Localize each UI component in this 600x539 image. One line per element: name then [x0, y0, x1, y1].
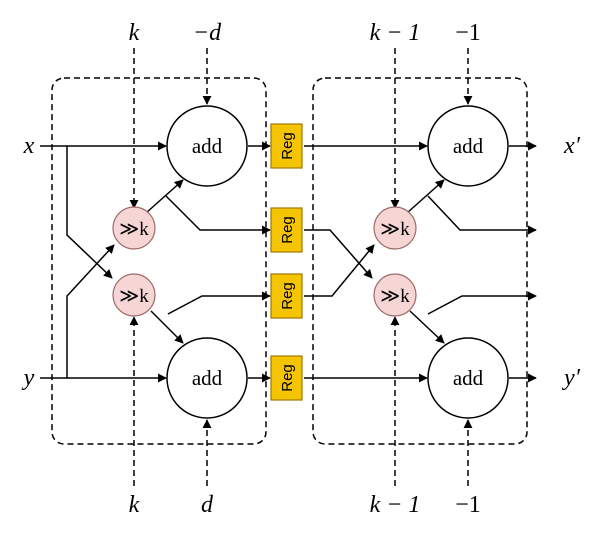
shifter-stage1-top: ≫k: [112, 206, 156, 250]
adder-stage1-top: add: [166, 105, 248, 187]
wire-shift2b-to-add4: [409, 310, 445, 344]
stage1-top-shift-label: k: [129, 20, 140, 46]
wire-shift2a-out: [427, 195, 537, 235]
stage2-bottom-offset-label: −1: [455, 492, 481, 518]
adder-label: add: [453, 134, 484, 158]
wire-shift1b-to-reg3: [167, 291, 271, 315]
shifter-label: ≫k: [119, 219, 149, 240]
register-label: Reg: [279, 364, 296, 392]
adder-label: add: [192, 366, 223, 390]
register-3: Reg: [270, 273, 303, 319]
stage1-boundary: [51, 77, 267, 445]
wire-shift1a-to-reg2: [165, 195, 271, 235]
shifter-stage2-bottom: ≫k: [373, 273, 417, 317]
wire-y-to-shift1a: [66, 244, 115, 378]
wire-shift2b-out: [427, 291, 537, 315]
wire-reg3-to-shift2a: [304, 244, 375, 297]
shifter-stage2-top: ≫k: [373, 206, 417, 250]
wire-x-to-shift1b: [66, 146, 113, 279]
input-x-label: x: [23, 133, 35, 159]
adder-stage2-top: add: [427, 105, 509, 187]
register-1: Reg: [270, 123, 303, 169]
stage1-top-offset-label: −d: [193, 20, 222, 46]
register-label: Reg: [279, 216, 296, 244]
stage1-bottom-shift-label: k: [129, 492, 140, 518]
wire-shift2a-to-add3: [406, 179, 445, 214]
adder-stage1-bottom: add: [166, 337, 248, 419]
shifter-label: ≫k: [380, 219, 410, 240]
register-label: Reg: [279, 282, 296, 310]
register-label: Reg: [279, 132, 296, 160]
stage1-bottom-offset-label: d: [201, 492, 214, 518]
stage2-top-offset-label: −1: [455, 20, 481, 46]
wire-shift1a-to-add1: [145, 179, 184, 214]
output-x-label: x′: [563, 133, 581, 159]
stage2-bottom-shift-label: k − 1: [370, 492, 421, 518]
shifter-label: ≫k: [119, 286, 149, 307]
wire-reg2-to-shift2b: [304, 229, 373, 279]
register-4: Reg: [270, 355, 303, 401]
stage2-boundary: [312, 77, 528, 445]
output-y-label: y′: [562, 365, 581, 391]
shifter-stage1-bottom: ≫k: [112, 273, 156, 317]
shifter-label: ≫k: [380, 286, 410, 307]
register-2: Reg: [270, 207, 303, 253]
input-y-label: y: [22, 365, 35, 391]
adder-label: add: [453, 366, 484, 390]
stage2-top-shift-label: k − 1: [370, 20, 421, 46]
adder-stage2-bottom: add: [427, 337, 509, 419]
wire-shift1b-to-add2: [150, 310, 184, 344]
adder-label: add: [192, 134, 223, 158]
